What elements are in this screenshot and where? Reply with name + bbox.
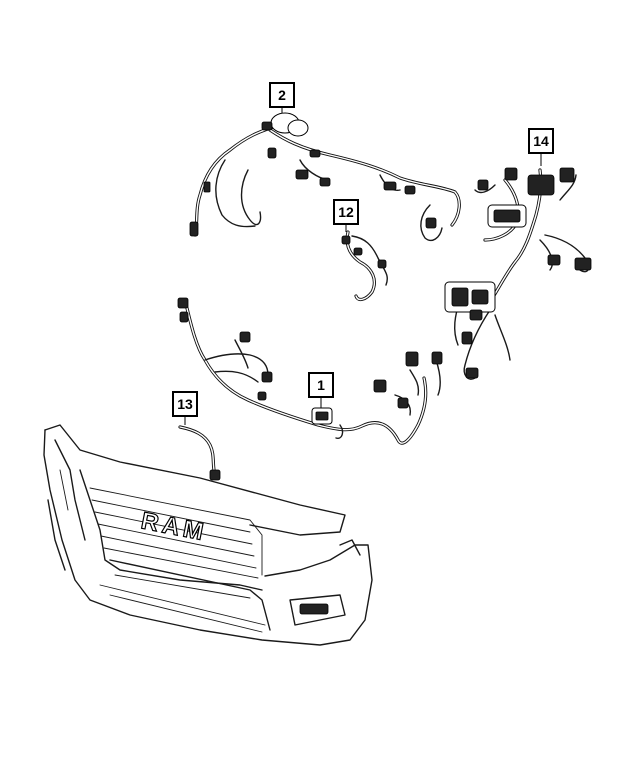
- callout-2: 2: [269, 82, 295, 108]
- leader-lines: [184, 108, 542, 425]
- harness-14: [444, 167, 592, 380]
- callout-13: 13: [172, 391, 198, 417]
- harness-13: [178, 425, 221, 481]
- callout-14: 14: [528, 128, 554, 154]
- callout-12: 12: [333, 199, 359, 225]
- grille-lettering: RAM: [139, 507, 210, 546]
- callout-1: 1: [308, 372, 334, 398]
- harness-12: [341, 230, 388, 302]
- harness-2: [189, 112, 461, 242]
- front-bumper: [43, 424, 373, 646]
- harness-1: [177, 297, 443, 445]
